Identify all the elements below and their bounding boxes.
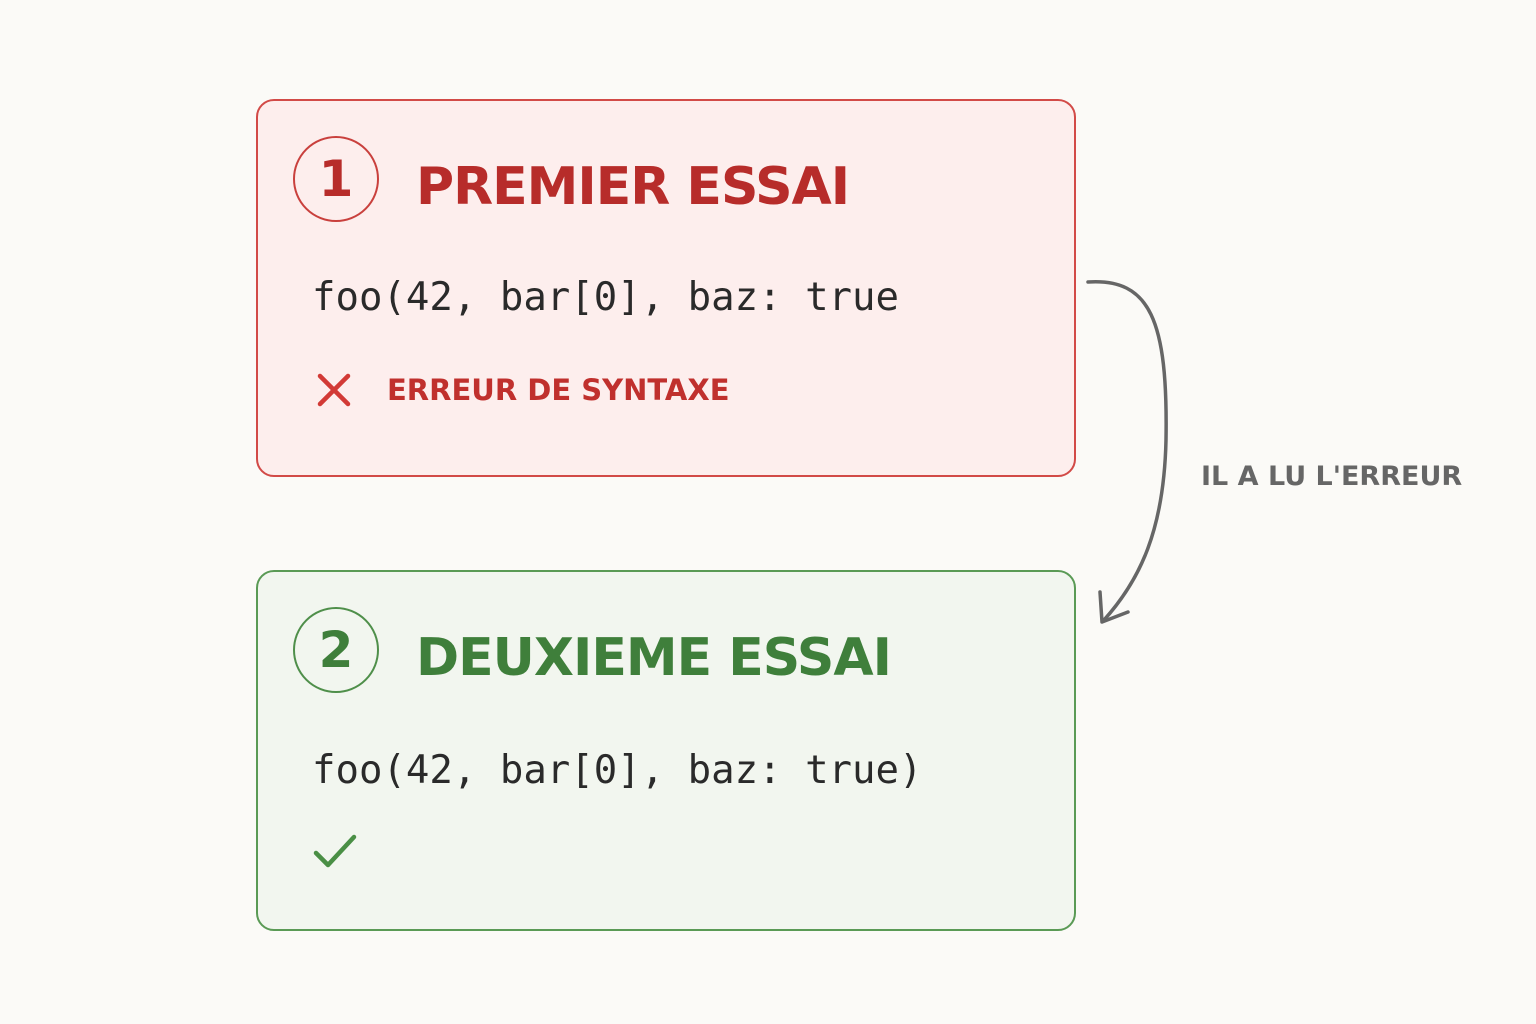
connector-label: IL A LU L'ERREUR	[1201, 461, 1463, 492]
cross-icon	[317, 373, 351, 407]
attempt-title: PREMIER ESSAI	[416, 157, 850, 217]
step-number-badge: 1	[293, 136, 379, 222]
attempt-title: DEUXIEME ESSAI	[416, 628, 892, 688]
step-number-badge: 2	[293, 607, 379, 693]
attempt-card-first: 1 PREMIER ESSAI foo(42, bar[0], baz: tru…	[256, 99, 1076, 477]
checkmark-icon	[313, 834, 357, 868]
code-snippet: foo(42, bar[0], baz: true)	[312, 748, 923, 793]
error-label: ERREUR DE SYNTAXE	[387, 373, 730, 407]
attempt-card-second: 2 DEUXIEME ESSAI foo(42, bar[0], baz: tr…	[256, 570, 1076, 931]
curved-arrow-icon	[1086, 280, 1168, 624]
code-snippet: foo(42, bar[0], baz: true	[312, 275, 899, 320]
